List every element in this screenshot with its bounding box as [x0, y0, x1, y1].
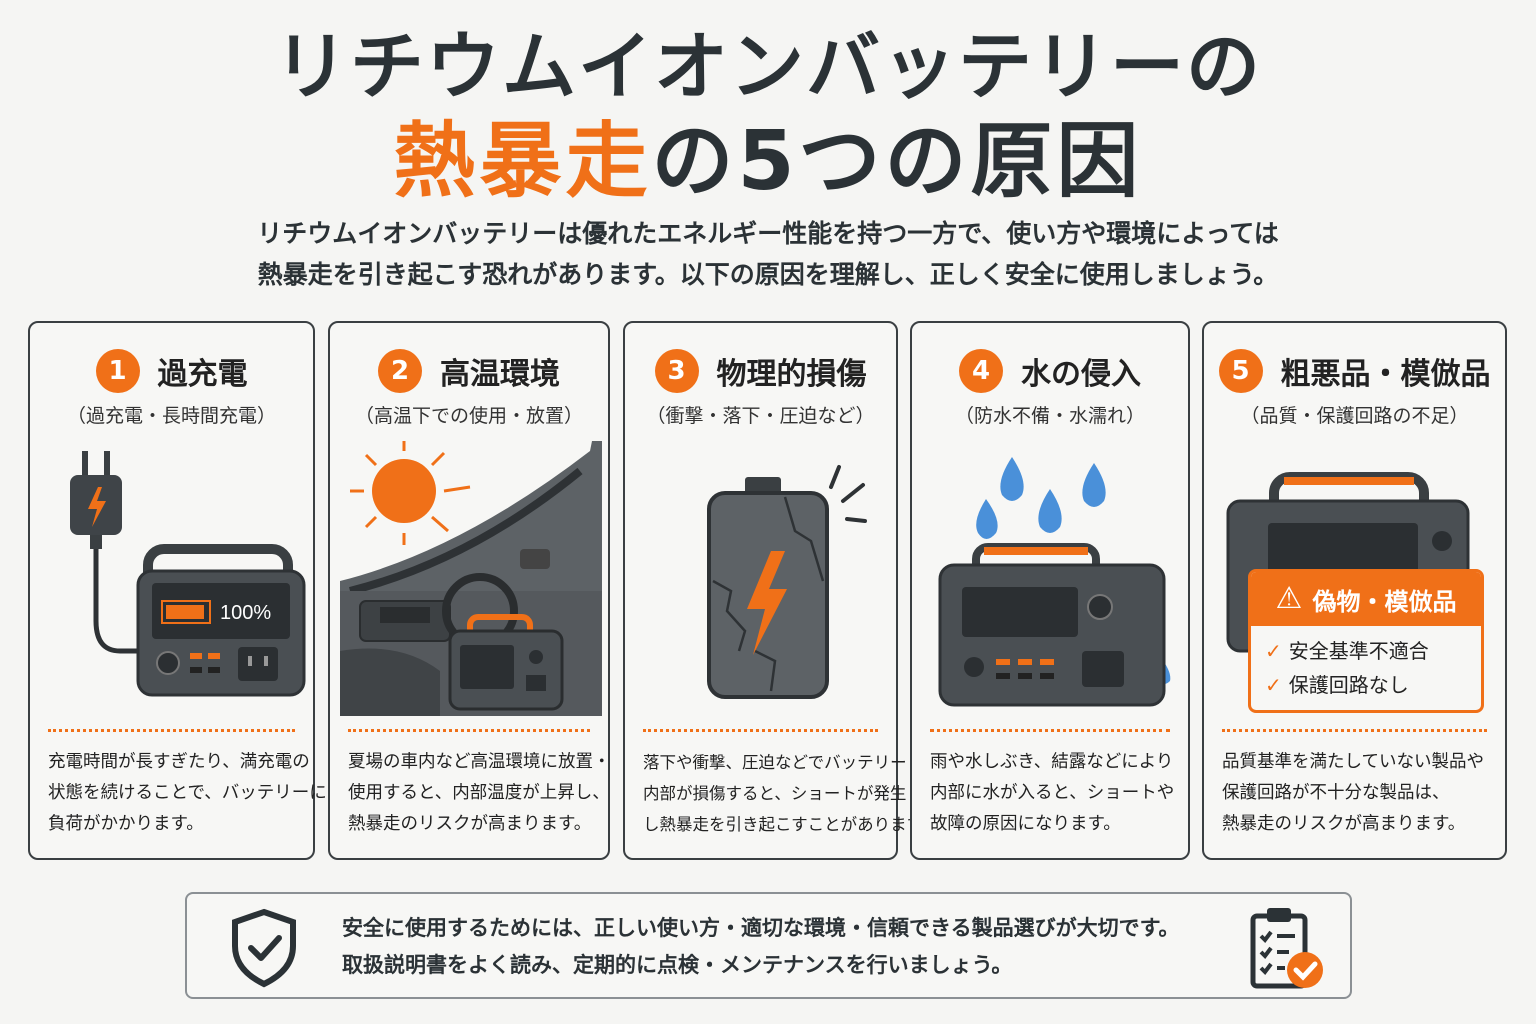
page-title-line1: リチウムイオンバッテリーの: [274, 24, 1262, 110]
lead-line-1: リチウムイオンバッテリーは優れたエネルギー性能を持つ一方で、使い方や環境によって…: [257, 219, 1279, 248]
warning-icon: ⚠: [1275, 581, 1303, 616]
cause-subtitle: （品質・保護回路の不足）: [1240, 405, 1469, 427]
divider: [930, 729, 1170, 732]
divider: [643, 729, 878, 732]
check-icon: ✓: [1265, 673, 1289, 697]
cause-subtitle: （衝撃・落下・圧迫など）: [646, 405, 875, 427]
divider: [348, 729, 590, 732]
cause-number: 5: [1218, 349, 1263, 393]
check-icon: ✓: [1265, 639, 1289, 663]
cause-number: 2: [378, 349, 422, 393]
cause-number: 4: [959, 349, 1003, 393]
clipboard-checklist-icon: [1247, 904, 1327, 996]
title-highlight: 熱暴走: [393, 114, 652, 209]
cause-description: 落下や衝撃、圧迫などでバッテリー内部が損傷すると、ショートが発生し熱暴走を引き起…: [643, 753, 939, 834]
cause-card-4: 4 水の侵入 （防水不備・水濡れ） 雨や水しぶき、結露などにより内部: [910, 321, 1190, 860]
safety-footer: 安全に使用するためには、正しい使い方・適切な環境・信頼できる製品選びが大切です。…: [185, 892, 1352, 999]
cause-title: 過充電: [157, 357, 248, 392]
cause-number: 3: [654, 349, 699, 393]
cause-subtitle: （防水不備・水濡れ）: [954, 405, 1145, 427]
cause-description: 品質基準を満たしていない製品や保護回路が不十分な製品は、熱暴走のリスクが高まりま…: [1222, 752, 1484, 834]
cause-card-5: 5 粗悪品・模倣品 （品質・保護回路の不足） ⚠ 偽物・模倣品 ✓ 安全基準不適…: [1202, 321, 1507, 860]
cause-title: 物理的損傷: [716, 357, 867, 392]
divider: [48, 729, 295, 732]
cause-number: 1: [95, 349, 140, 393]
footer-message: 安全に使用するためには、正しい使い方・適切な環境・信頼できる製品選びが大切です。…: [342, 916, 1180, 977]
warning-item: ✓ 安全基準不適合: [1265, 639, 1429, 663]
cause-card-3: 3 物理的損傷 （衝撃・落下・圧迫など） 落下や衝撃、圧迫などでバッテリー内部が…: [623, 321, 939, 860]
cause-card-1: 1 過充電 （過充電・長時間充電） 100% 充電時間が長すぎたり: [28, 321, 327, 860]
cause-description: 雨や水しぶき、結露などにより内部に水が入ると、ショートや故障の原因になります。: [930, 752, 1175, 834]
sun-car-interior-icon: [340, 439, 602, 721]
warning-item: ✓ 保護回路なし: [1265, 673, 1409, 697]
divider: [1222, 729, 1487, 732]
cause-title: 粗悪品・模倣品: [1280, 357, 1491, 392]
lead-line-2: 熱暴走を引き起こす恐れがあります。以下の原因を理解し、正しく安全に使用しましょう…: [257, 260, 1279, 289]
page-title-line2: 熱暴走の5つの原因: [0, 112, 1536, 212]
cracked-battery-icon: [635, 441, 886, 721]
cause-card-2: 2 高温環境 （高温下での使用・放置）: [328, 321, 611, 860]
water-drops-icon: [922, 441, 1178, 721]
title-rest: の5つの原因: [651, 114, 1143, 209]
plug-power-station-icon: 100%: [40, 441, 306, 721]
warning-title: 偽物・模倣品: [1312, 587, 1457, 616]
cause-description: 充電時間が長すぎたり、満充電の状態を続けることで、バッテリーに負荷がかかります。: [48, 752, 327, 834]
cause-title: 水の侵入: [1021, 357, 1141, 392]
shield-check-icon: [229, 908, 299, 992]
cause-subtitle: （過充電・長時間充電）: [66, 405, 276, 427]
cause-description: 夏場の車内など高温環境に放置・使用すると、内部温度が上昇し、熱暴走のリスクが高ま…: [348, 752, 611, 834]
cause-subtitle: （高温下での使用・放置）: [354, 405, 583, 427]
cause-title: 高温環境: [440, 357, 560, 392]
counterfeit-warning-box: ⚠ 偽物・模倣品 ✓ 安全基準不適合 ✓ 保護回路なし: [1248, 569, 1484, 713]
counterfeit-warning-icon: ⚠ 偽物・模倣品 ✓ 安全基準不適合 ✓ 保護回路なし: [1214, 441, 1495, 721]
battery-percentage: 100%: [220, 602, 271, 624]
